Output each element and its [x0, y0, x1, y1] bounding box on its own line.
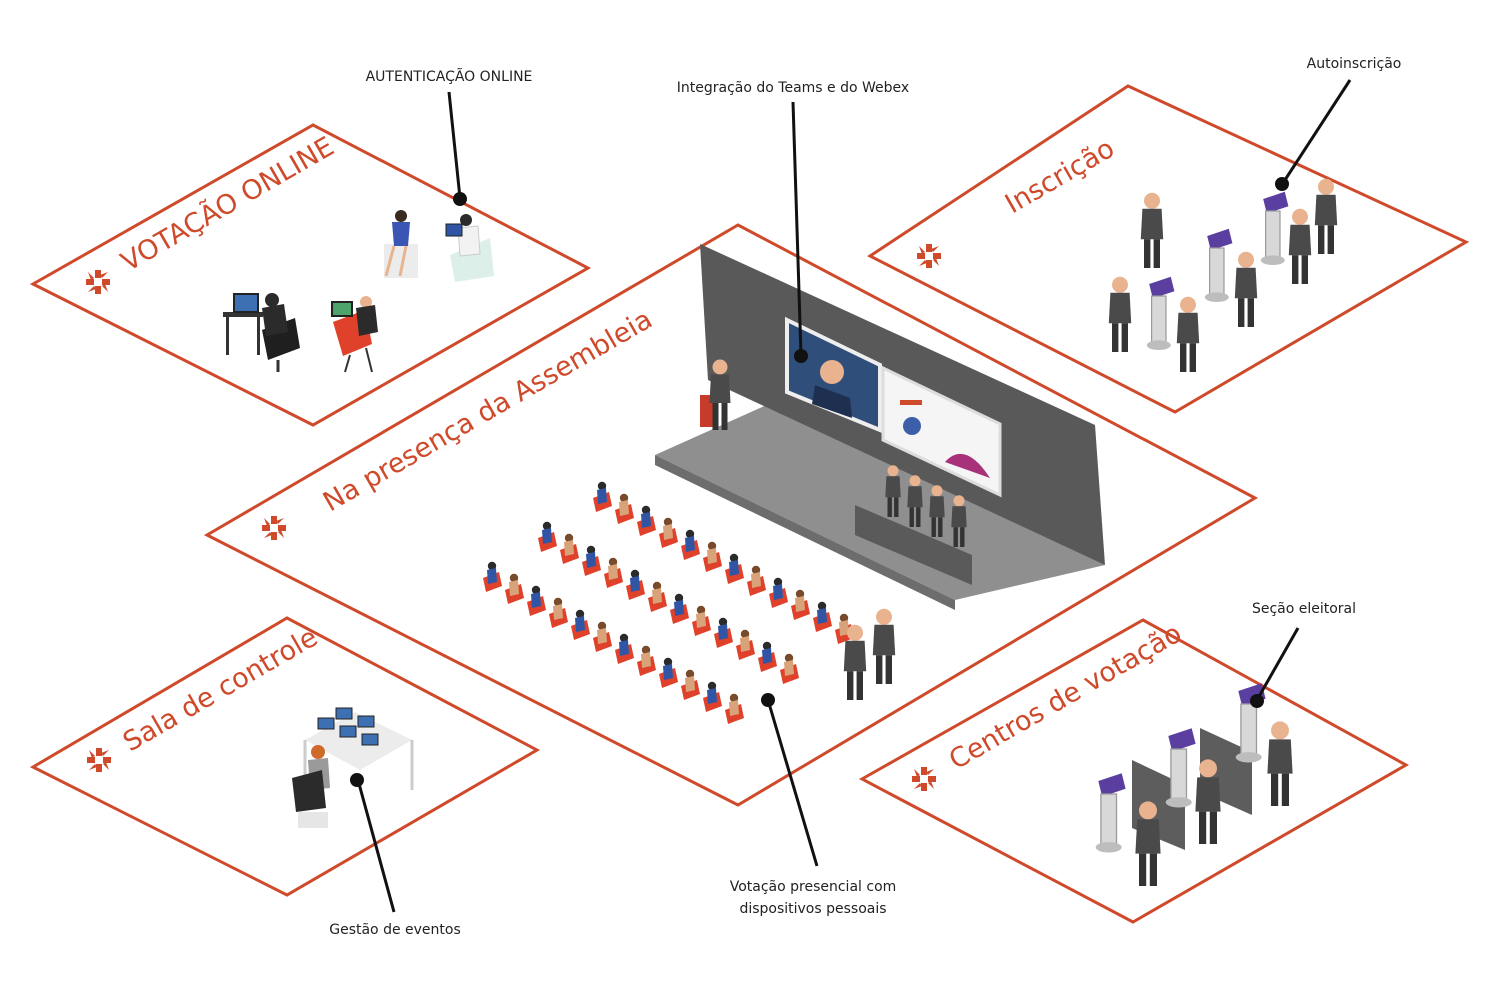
- online-voting-illustration: [223, 210, 494, 373]
- callout-in-person: Votação presencial com dispositivos pess…: [730, 693, 897, 917]
- callout-event-management: Gestão de eventos: [329, 773, 461, 938]
- callout-in-person-line1: Votação presencial com: [730, 879, 897, 895]
- callout-self-registration-label: Autoinscrição: [1307, 56, 1402, 72]
- callout-online-auth-label: AUTENTICAÇÃO ONLINE: [366, 68, 533, 85]
- callout-in-person-line2: dispositivos pessoais: [739, 901, 886, 917]
- online-voting-plate: [29, 123, 592, 427]
- callout-polling-station-label: Seção eleitoral: [1252, 601, 1356, 617]
- callout-teams-webex: Integração do Teams e do Webex: [677, 80, 909, 363]
- voting-centers-illustration: [1095, 682, 1293, 886]
- callout-event-management-label: Gestão de eventos: [329, 922, 461, 938]
- control-room-plate: [29, 616, 541, 897]
- callout-online-auth: AUTENTICAÇÃO ONLINE: [366, 68, 533, 206]
- callout-teams-webex-label: Integração do Teams e do Webex: [677, 80, 909, 96]
- control-room-illustration: [292, 707, 414, 828]
- callout-polling-station: Seção eleitoral: [1250, 601, 1356, 708]
- callout-self-registration: Autoinscrição: [1275, 56, 1401, 191]
- registration-plate: [867, 84, 1470, 414]
- assembly-plate: [203, 223, 1259, 807]
